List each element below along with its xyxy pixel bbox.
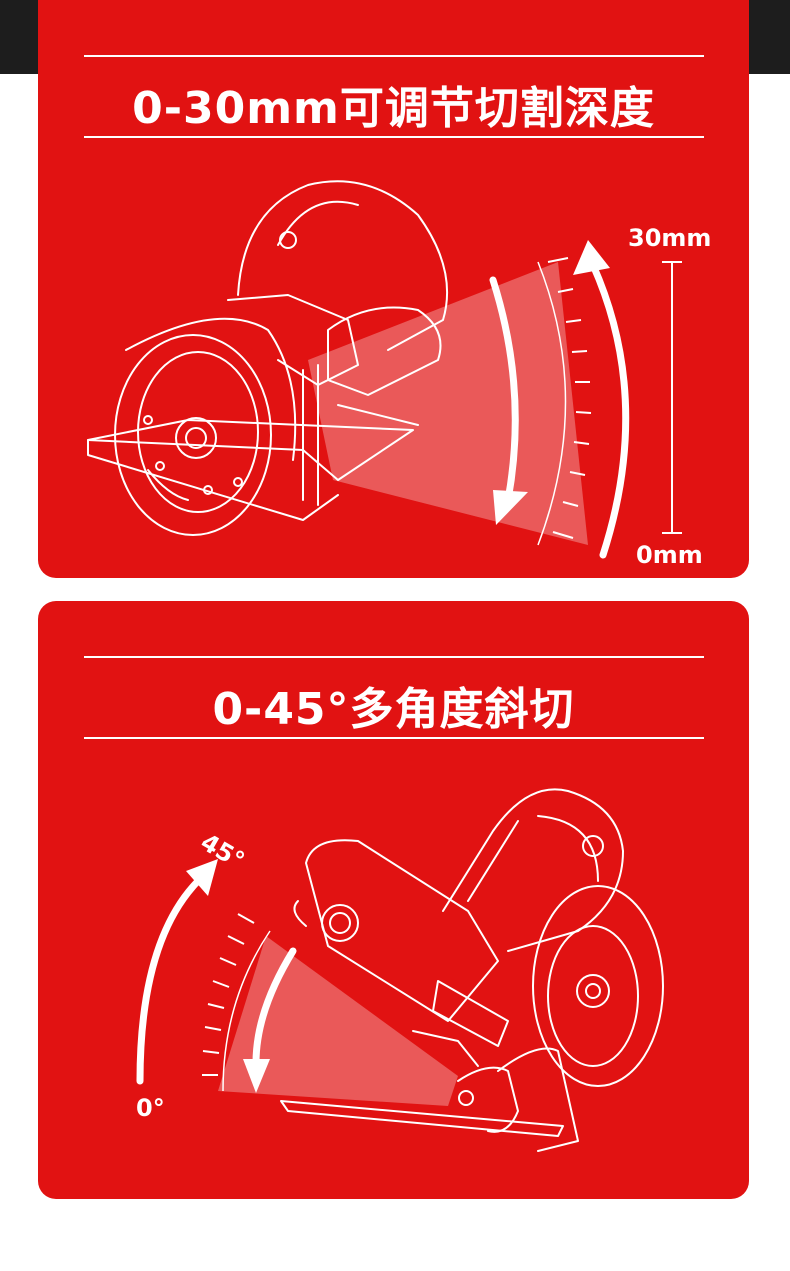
title-rule-bottom: [84, 136, 704, 138]
saw-bevel-illustration: [136, 788, 664, 1152]
depth-up-arrow: [589, 261, 630, 559]
scale-bottom-label: 0mm: [636, 541, 703, 569]
saw-depth-illustration: [87, 180, 682, 559]
depth-panel-title: 0-30mm可调节切割深度: [132, 83, 655, 134]
title-rule-top: [84, 656, 704, 658]
depth-down-arrow: [489, 276, 519, 504]
saw-outline: [87, 180, 449, 536]
depth-up-arrowhead: [573, 240, 610, 275]
bevel-up-arrowhead: [186, 859, 218, 896]
bevel-down-arrowhead: [243, 1059, 270, 1093]
angle-bottom-label: 0°: [136, 1094, 165, 1122]
depth-scale-bar: [662, 261, 682, 534]
saw-outline: [280, 788, 664, 1152]
title-rule-bottom: [84, 737, 704, 739]
bevel-down-arrow: [252, 947, 297, 1067]
bevel-panel: 0-45°多角度斜切: [38, 601, 749, 1199]
bevel-up-arrow: [136, 877, 202, 1085]
depth-panel: 0-30mm可调节切割深度: [38, 0, 749, 578]
title-rule-top: [84, 55, 704, 57]
depth-tick-scale: [537, 257, 592, 546]
bevel-tick-scale: [202, 913, 271, 1092]
depth-down-arrowhead: [493, 490, 528, 525]
depth-beam: [308, 262, 588, 545]
bevel-panel-title: 0-45°多角度斜切: [212, 684, 575, 735]
scale-top-label: 30mm: [628, 224, 712, 252]
